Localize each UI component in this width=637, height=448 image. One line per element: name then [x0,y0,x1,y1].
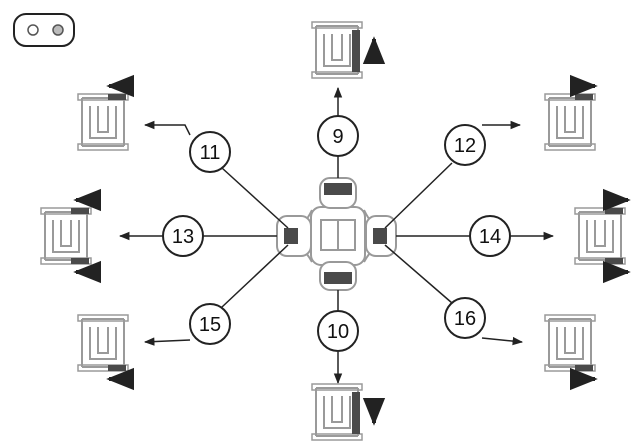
callout-16: 16 [384,244,598,391]
callout-circle [317,310,359,352]
joint-part-icon [311,383,363,441]
callout-14: 14 [396,188,631,284]
callout-number: 16 [454,308,476,330]
callout-number: 11 [200,142,221,164]
joint-part-icon [574,207,626,265]
joint-part-icon [311,21,363,79]
callout-circle [444,297,486,339]
callout-circle [444,124,486,166]
hub-right-cup [365,215,397,257]
two-dot-indicator-icon [13,13,75,47]
callout-circle [189,303,231,345]
callout-number: 10 [327,321,349,343]
callout-12: 12 [384,74,598,229]
callout-number: 15 [199,314,221,336]
callout-15: 15 [77,244,289,391]
joint-part-icon [544,93,596,151]
joint-part-icon [77,93,129,151]
callout-circle [162,215,204,257]
callout-circle [317,115,359,157]
hub-top-cup [319,177,357,209]
callout-number: 14 [479,226,501,248]
callout-10: 10 [311,290,386,441]
callout-layer: 9 10 11 12 13 14 15 16 [40,21,631,441]
callout-9: 9 [311,21,386,178]
callout-circle [189,131,231,173]
joint-part-icon [40,207,92,265]
joint-part-icon [544,314,596,372]
callout-number: 12 [454,135,476,157]
callout-number: 9 [332,126,343,148]
callout-number: 13 [172,226,194,248]
callout-circle [469,215,511,257]
central-hub [276,177,397,291]
callout-11: 11 [77,74,289,229]
hub-bottom-cup [319,261,357,291]
joint-part-icon [77,314,129,372]
callout-13: 13 [40,188,277,284]
